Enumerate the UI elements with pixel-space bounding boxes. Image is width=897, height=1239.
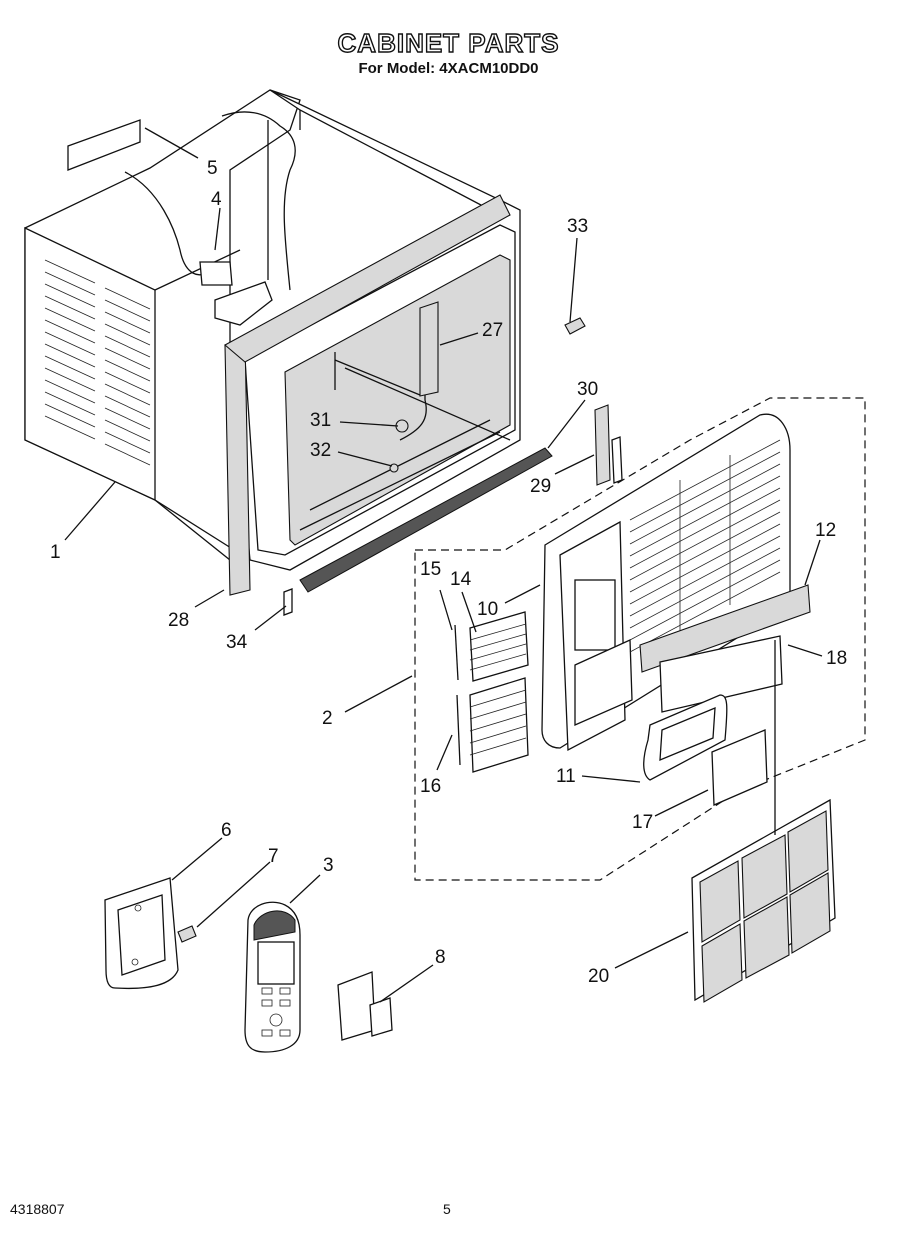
part-3-remote-control [244,901,301,1053]
part-1-cabinet-shell [24,89,501,562]
callout-32: 32 [310,440,331,461]
part-20-grille [691,640,836,1003]
part-28-gasket [224,194,511,596]
callout-3: 3 [323,855,334,876]
part-33-screw [564,317,586,335]
callout-4: 4 [211,189,222,210]
callout-10: 10 [477,599,498,620]
callout-34: 34 [226,632,248,653]
part-16-linkage [456,694,461,766]
callout-18: 18 [826,648,847,669]
callout-8: 8 [435,947,446,968]
front-panel-louvres [629,439,781,653]
page-title: CABINET PARTS [337,27,560,58]
part-15-linkage [454,624,459,681]
leader-lines [64,127,823,1003]
part-11-door [643,694,728,781]
callout-11: 11 [556,766,576,787]
part-17-plate [711,729,768,806]
part-2-front-assembly-outline [414,397,866,881]
callout-16: 16 [420,776,441,797]
part-4-bracket [124,111,296,326]
part-6-remote-holder [104,877,179,990]
callout-20: 20 [588,966,609,987]
callout-17: 17 [632,812,653,833]
callout-27: 27 [482,320,503,341]
document-number: 4318807 [10,1201,65,1217]
part-34-spacer [283,588,293,616]
callout-2: 2 [322,708,333,729]
part-18-filter [659,635,783,713]
callout-5: 5 [207,158,218,179]
part-29-side-seal [594,404,623,486]
callout-labels: 5 4 33 27 30 31 32 29 12 1 15 14 10 28 3… [50,158,847,987]
part-8-bracket [337,971,393,1041]
cabinet-louvres [44,259,151,466]
part-12-panel-strip [639,584,811,673]
part-7-screw [177,925,197,943]
part-30-gasket-strip [299,447,553,593]
callout-15: 15 [420,559,441,580]
callout-1: 1 [50,542,61,563]
callout-6: 6 [221,820,232,841]
page-number: 5 [443,1201,451,1217]
part-5-label [67,119,141,171]
callout-28: 28 [168,610,189,631]
part-10-front-panel [541,413,791,752]
callout-14: 14 [450,569,472,590]
callout-30: 30 [577,379,598,400]
callout-31: 31 [310,410,331,431]
callout-33: 33 [567,216,588,237]
callout-29: 29 [530,476,551,497]
callout-12: 12 [815,520,836,541]
callout-7: 7 [268,846,279,867]
front-frame [229,199,521,571]
model-subtitle: For Model: 4XACM10DD0 [358,60,539,77]
part-27-foam-strip [419,301,439,397]
part-14-louvre-blades [469,611,529,773]
